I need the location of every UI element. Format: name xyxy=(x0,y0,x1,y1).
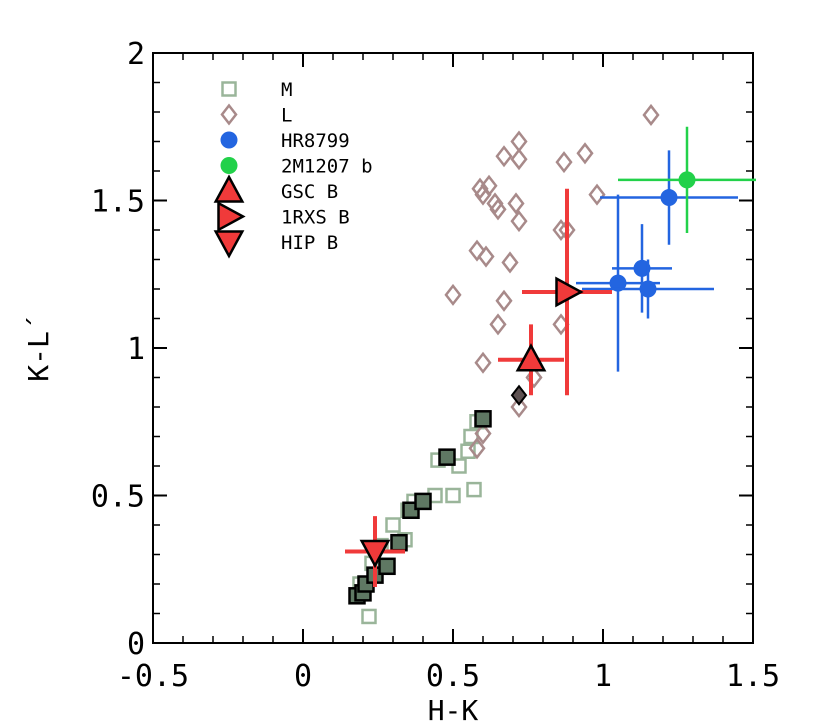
data-layer xyxy=(345,103,756,625)
x-tick-label: 0.5 xyxy=(426,659,480,694)
l-point xyxy=(642,103,660,126)
legend-label-m: M xyxy=(281,79,292,101)
l-point xyxy=(468,437,486,460)
l-point xyxy=(477,245,495,268)
legend-marker-2m1207-b xyxy=(220,157,238,174)
legend-label-hip-b: HIP B xyxy=(281,232,338,254)
l-point xyxy=(501,251,519,274)
y-tick-label: 0.5 xyxy=(91,480,145,515)
l-point xyxy=(474,422,492,445)
legend-marker-m xyxy=(221,81,237,97)
legend-label-gsc-b: GSC B xyxy=(281,181,338,203)
legend-marker-1rxs-b xyxy=(217,201,246,232)
legend-marker-hip-b xyxy=(213,230,245,259)
m-point xyxy=(451,458,467,474)
diamond-filled-point xyxy=(510,384,528,406)
m-point xyxy=(466,481,482,498)
legend-marker-gsc-b xyxy=(213,174,245,203)
l-point xyxy=(510,395,528,419)
m-point xyxy=(361,608,377,625)
square-filled-point xyxy=(474,410,492,428)
square-filled-point xyxy=(378,557,396,576)
l-point xyxy=(486,192,504,215)
y-tick-label: 1.5 xyxy=(91,185,145,220)
m-point xyxy=(445,487,461,504)
hip-b-point xyxy=(359,539,391,569)
hr8799-point xyxy=(660,189,678,207)
1rxs-b-point xyxy=(555,276,584,308)
m-point xyxy=(385,517,401,533)
l-point xyxy=(510,210,528,233)
m-point xyxy=(460,443,476,459)
legend: ML HR8799 2M1207 b GSC B 1RXS B HIP B xyxy=(213,79,373,259)
l-point xyxy=(468,239,486,262)
square-filled-point xyxy=(414,492,432,511)
l-point xyxy=(510,148,528,171)
hr8799-point xyxy=(609,274,627,292)
l-point xyxy=(474,351,492,374)
2m1207-b-point xyxy=(678,171,696,189)
l-point xyxy=(471,177,489,200)
legend-marker-l xyxy=(220,103,238,126)
y-tick-label: 0 xyxy=(127,627,145,662)
x-tick-label: 1 xyxy=(594,659,612,694)
l-point xyxy=(474,183,492,206)
legend-label-hr8799: HR8799 xyxy=(281,130,350,152)
square-filled-point xyxy=(438,448,456,466)
x-axis-label: H-K xyxy=(428,694,479,727)
l-point xyxy=(510,130,528,153)
plot-frame xyxy=(152,52,754,644)
y-tick-label: 1 xyxy=(127,332,145,367)
legend-label-2m1207-b: 2M1207 b xyxy=(281,156,373,178)
l-point xyxy=(495,145,513,168)
l-point xyxy=(555,151,573,174)
l-point xyxy=(444,283,462,306)
l-point xyxy=(588,183,606,206)
legend-label-l: L xyxy=(281,105,292,127)
x-tick-label: 1.5 xyxy=(726,659,780,694)
hr8799-point xyxy=(639,280,657,298)
l-point xyxy=(495,289,513,312)
y-axis-label: K-L´ xyxy=(22,314,55,381)
l-point xyxy=(507,192,525,215)
x-tick-label: 0 xyxy=(294,659,312,694)
l-point xyxy=(489,198,507,221)
y-tick-label: 2 xyxy=(127,37,145,72)
legend-marker-hr8799 xyxy=(220,131,238,149)
hr8799-point xyxy=(633,259,651,277)
x-tick-label: -0.5 xyxy=(117,659,189,694)
legend-label-1rxs-b: 1RXS B xyxy=(281,207,350,229)
l-point xyxy=(489,313,507,336)
square-filled-point xyxy=(390,533,408,552)
gsc-b-point xyxy=(515,343,547,372)
l-point xyxy=(576,142,594,165)
